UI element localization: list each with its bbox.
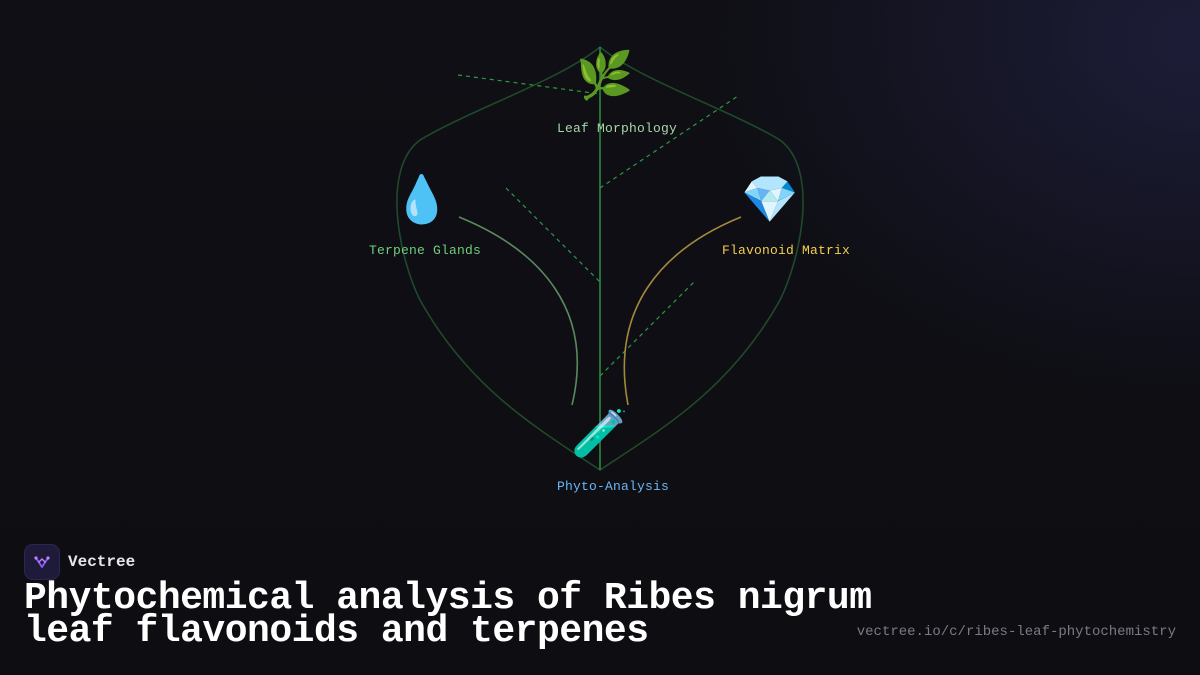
vein-dashed [505,187,601,283]
droplet-icon: 💧 [393,172,451,226]
vein-dashed [599,281,695,377]
herb-icon: 🌿 [576,48,634,102]
flavonoid-to-phyto-link [623,216,742,406]
test-tube-icon: 🧪 [571,406,629,460]
node-label-leaf-morphology: Leaf Morphology [557,121,678,136]
node-label-terpene-glands: Terpene Glands [369,243,482,258]
vein-dashed [599,95,739,189]
vectree-logo-icon [24,544,60,580]
terpene-to-phyto-link [458,216,578,406]
gem-icon: 💎 [741,172,799,226]
page-url[interactable]: vectree.io/c/ribes-leaf-phytochemistry [856,624,1176,640]
node-label-phyto-analysis: Phyto-Analysis [557,479,670,494]
brand[interactable]: Vectree [24,544,135,580]
node-label-flavonoid-matrix: Flavonoid Matrix [722,243,851,258]
page-title: Phytochemical analysis of Ribes nigrum l… [24,577,872,653]
brand-name: Vectree [68,553,136,571]
